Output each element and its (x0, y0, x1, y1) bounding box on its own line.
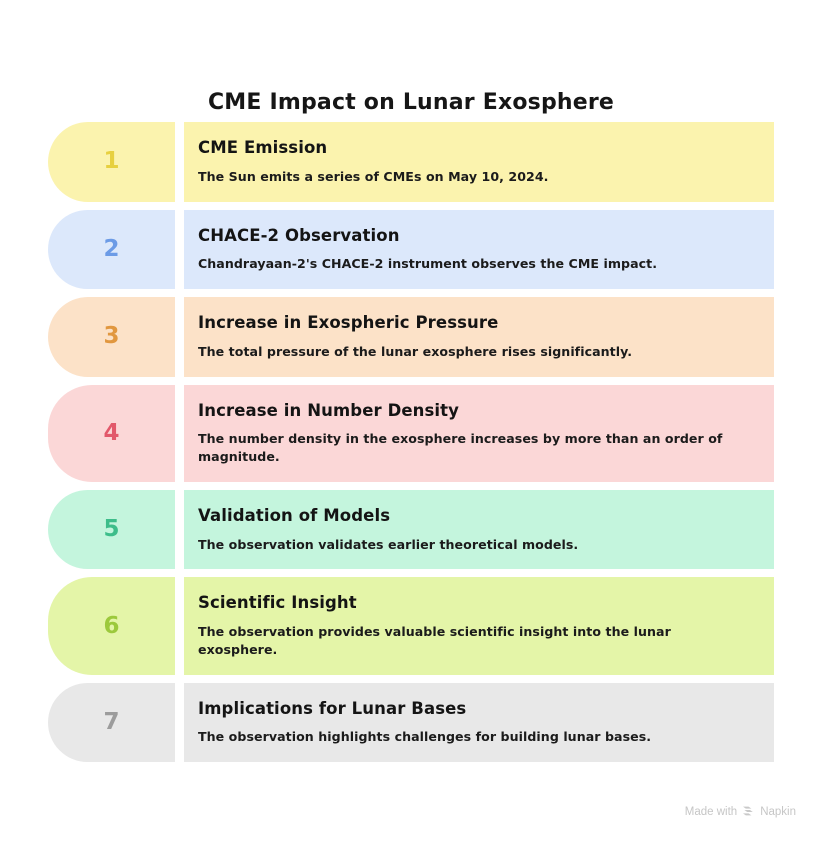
step-title: CHACE-2 Observation (198, 225, 400, 245)
step-description: Chandrayaan-2's CHACE-2 instrument obser… (198, 256, 658, 272)
step-description: The observation highlights challenges fo… (198, 729, 652, 745)
step-title: Validation of Models (198, 505, 391, 525)
step-title: CME Emission (198, 138, 328, 157)
step-title: Increase in Number Density (198, 400, 460, 420)
step-gap-divider (175, 122, 184, 202)
napkin-chevrons-icon (742, 806, 755, 818)
step-number-label: 7 (103, 709, 120, 735)
step-description: The total pressure of the lunar exospher… (198, 343, 633, 359)
step-title: Increase in Exospheric Pressure (198, 313, 499, 332)
step-gap-divider (175, 210, 184, 290)
step-number-badge: 6 (48, 577, 175, 675)
step-number-badge: 1 (48, 122, 175, 202)
step-gap-divider (175, 683, 184, 763)
step-number-badge: 7 (48, 682, 175, 763)
step-gap-divider (175, 490, 184, 570)
page-title: CME Impact on Lunar Exosphere (207, 90, 615, 115)
step-number-badge: 5 (48, 489, 175, 570)
step-number-label: 4 (103, 419, 120, 446)
step-gap-divider (175, 577, 184, 674)
step-title: Implications for Lunar Bases (198, 698, 467, 718)
step-gap-divider (175, 385, 184, 482)
step-number-badge: 3 (48, 297, 175, 377)
step-description: The observation provides valuable scient… (198, 624, 671, 657)
watermark-brand-label: Napkin (760, 806, 796, 818)
watermark-prefix-label: Made with (684, 806, 738, 818)
step-description: The Sun emits a series of CMEs on May 10… (198, 168, 549, 184)
step-number-label: 5 (103, 516, 120, 543)
step-description: The observation validates earlier theore… (198, 536, 579, 552)
step-number-label: 3 (103, 323, 120, 350)
napkin-watermark: Made with Napkin (685, 806, 796, 818)
step-number-badge: 4 (48, 384, 175, 482)
step-description: The number density in the exosphere incr… (198, 431, 723, 464)
step-number-label: 1 (103, 148, 120, 175)
step-gap-divider (175, 297, 184, 377)
step-number-label: 6 (103, 612, 120, 639)
step-number-badge: 2 (48, 209, 175, 289)
step-title: Scientific Insight (198, 593, 357, 613)
step-number-label: 2 (103, 235, 120, 262)
